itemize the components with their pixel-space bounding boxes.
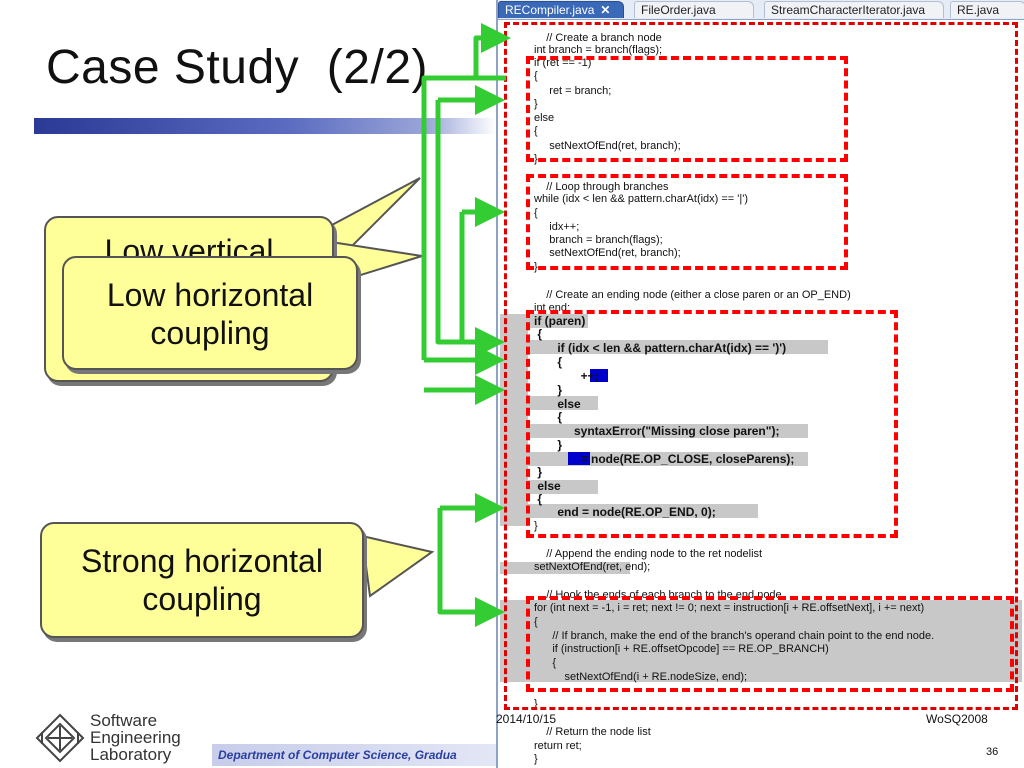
code-line: return ret; <box>534 740 582 752</box>
callout-low-horizontal: Low horizontal coupling <box>62 256 358 370</box>
code-line: { <box>534 657 557 669</box>
branch-block-box <box>526 56 848 162</box>
tab-streamcharacteriterator-java[interactable]: StreamCharacterIterator.java <box>764 1 944 18</box>
code-line: { <box>534 207 538 219</box>
lab-logo-icon <box>35 713 85 763</box>
callout-text: coupling <box>142 581 262 617</box>
code-line: { <box>534 125 538 137</box>
editor-tab-strip: RECompiler.java ✕ FileOrder.java StreamCh… <box>498 0 1024 20</box>
code-line: if (instruction[i + RE.offsetOpcode] == … <box>534 643 829 655</box>
code-line: else <box>534 479 561 493</box>
loop-block-box <box>526 174 848 270</box>
code-line: } <box>534 383 563 397</box>
code-line: if (idx < len && pattern.charAt(idx) == … <box>534 341 787 355</box>
logo-line: Software <box>90 711 158 730</box>
code-line: if (paren) <box>534 314 586 328</box>
code-line: } <box>534 520 538 532</box>
code-line: int branch = branch(flags); <box>534 44 663 56</box>
logo-line: Engineering <box>90 728 181 747</box>
outer-dashed-group <box>504 22 1018 710</box>
code-line: for (int next = -1, i = ret; next != 0; … <box>534 602 925 614</box>
page-number: 36 <box>986 746 999 758</box>
code-line: else <box>534 397 581 411</box>
footer-conference: WoSQ2008 <box>926 712 988 726</box>
code-line: = node(RE.OP_CLOSE, closeParens); <box>534 452 795 466</box>
code-line: setNextOfEnd(ret, end); <box>534 561 651 573</box>
callout-text: Strong horizontal <box>81 543 323 579</box>
code-line: { <box>534 410 563 424</box>
footer-date: 2014/10/15 <box>496 712 557 726</box>
code-line: { <box>534 70 538 82</box>
code-line: branch = branch(flags); <box>534 234 663 246</box>
code-line: { <box>534 492 543 506</box>
ending-node-box <box>526 310 898 538</box>
code-line: } <box>534 753 538 765</box>
tab-recompiler-java[interactable]: RECompiler.java ✕ <box>498 1 624 18</box>
code-line: setNextOfEnd(i + RE.nodeSize, end); <box>534 671 748 683</box>
code-line: } <box>534 465 543 479</box>
department-bar: Department of Computer Science, Gradua <box>212 744 496 766</box>
selection-highlight <box>528 504 758 518</box>
title-underline-bar <box>34 118 496 134</box>
green-arrow <box>435 100 505 357</box>
callout-text: coupling <box>150 315 270 351</box>
logo-line: Laboratory <box>90 745 172 764</box>
hook-ends-box <box>526 596 1014 692</box>
code-line: else <box>534 112 555 124</box>
tab-label: RECompiler.java <box>505 3 595 17</box>
code-line: // Append the ending node to the ret nod… <box>534 548 763 560</box>
selection-highlight <box>528 424 808 438</box>
green-arrow <box>437 508 505 627</box>
tab-label: StreamCharacterIterator.java <box>771 3 926 17</box>
code-line: idx++; <box>534 221 580 233</box>
department-label: Department of Computer Science, Gradua <box>218 748 457 762</box>
code-line: if (ret == -1) <box>534 57 592 69</box>
code-line: } <box>534 698 538 710</box>
code-line: } <box>534 438 563 452</box>
code-line: // Return the node list <box>534 726 651 738</box>
tab-re-java[interactable]: RE.java <box>950 1 1024 18</box>
code-line: ++; <box>534 369 599 383</box>
code-line: { <box>534 616 538 628</box>
lab-logo-text: Software Engineering Laboratory <box>90 712 181 763</box>
code-line: { <box>534 327 543 341</box>
tab-label: RE.java <box>957 3 1000 17</box>
code-line: syntaxError("Missing close paren"); <box>534 424 780 438</box>
code-line: { <box>534 355 563 369</box>
code-line: setNextOfEnd(ret, branch); <box>534 247 681 259</box>
selection-highlight <box>528 314 588 328</box>
highlight-block <box>568 452 590 465</box>
selection-highlight <box>500 562 630 574</box>
selection-highlight <box>528 340 828 354</box>
code-line: // If branch, make the end of the branch… <box>534 630 935 642</box>
tab-fileorder-java[interactable]: FileOrder.java <box>634 1 754 18</box>
selection-highlight <box>528 396 598 410</box>
code-line: // Create a branch node <box>534 32 662 44</box>
code-line: } <box>534 98 538 110</box>
code-line: setNextOfEnd(ret, branch); <box>534 140 681 152</box>
highlight-block <box>590 369 608 382</box>
code-line: while (idx < len && pattern.charAt(idx) … <box>534 193 749 205</box>
code-line: ret = branch; <box>534 85 612 97</box>
code-line: // Create an ending node (either a close… <box>534 289 851 301</box>
close-icon[interactable]: ✕ <box>600 3 611 17</box>
code-line: // Loop through branches <box>534 181 669 193</box>
selection-highlight <box>500 600 1022 682</box>
tab-label: FileOrder.java <box>641 3 716 17</box>
slide-title: Case Study (2/2) <box>46 41 428 94</box>
selection-highlight <box>528 480 598 494</box>
callout-strong-horizontal: Strong horizontal coupling <box>40 522 364 638</box>
code-line: end = node(RE.OP_END, 0); <box>534 505 716 519</box>
selection-highlight <box>528 452 808 466</box>
callout-text: Low horizontal <box>106 277 314 313</box>
